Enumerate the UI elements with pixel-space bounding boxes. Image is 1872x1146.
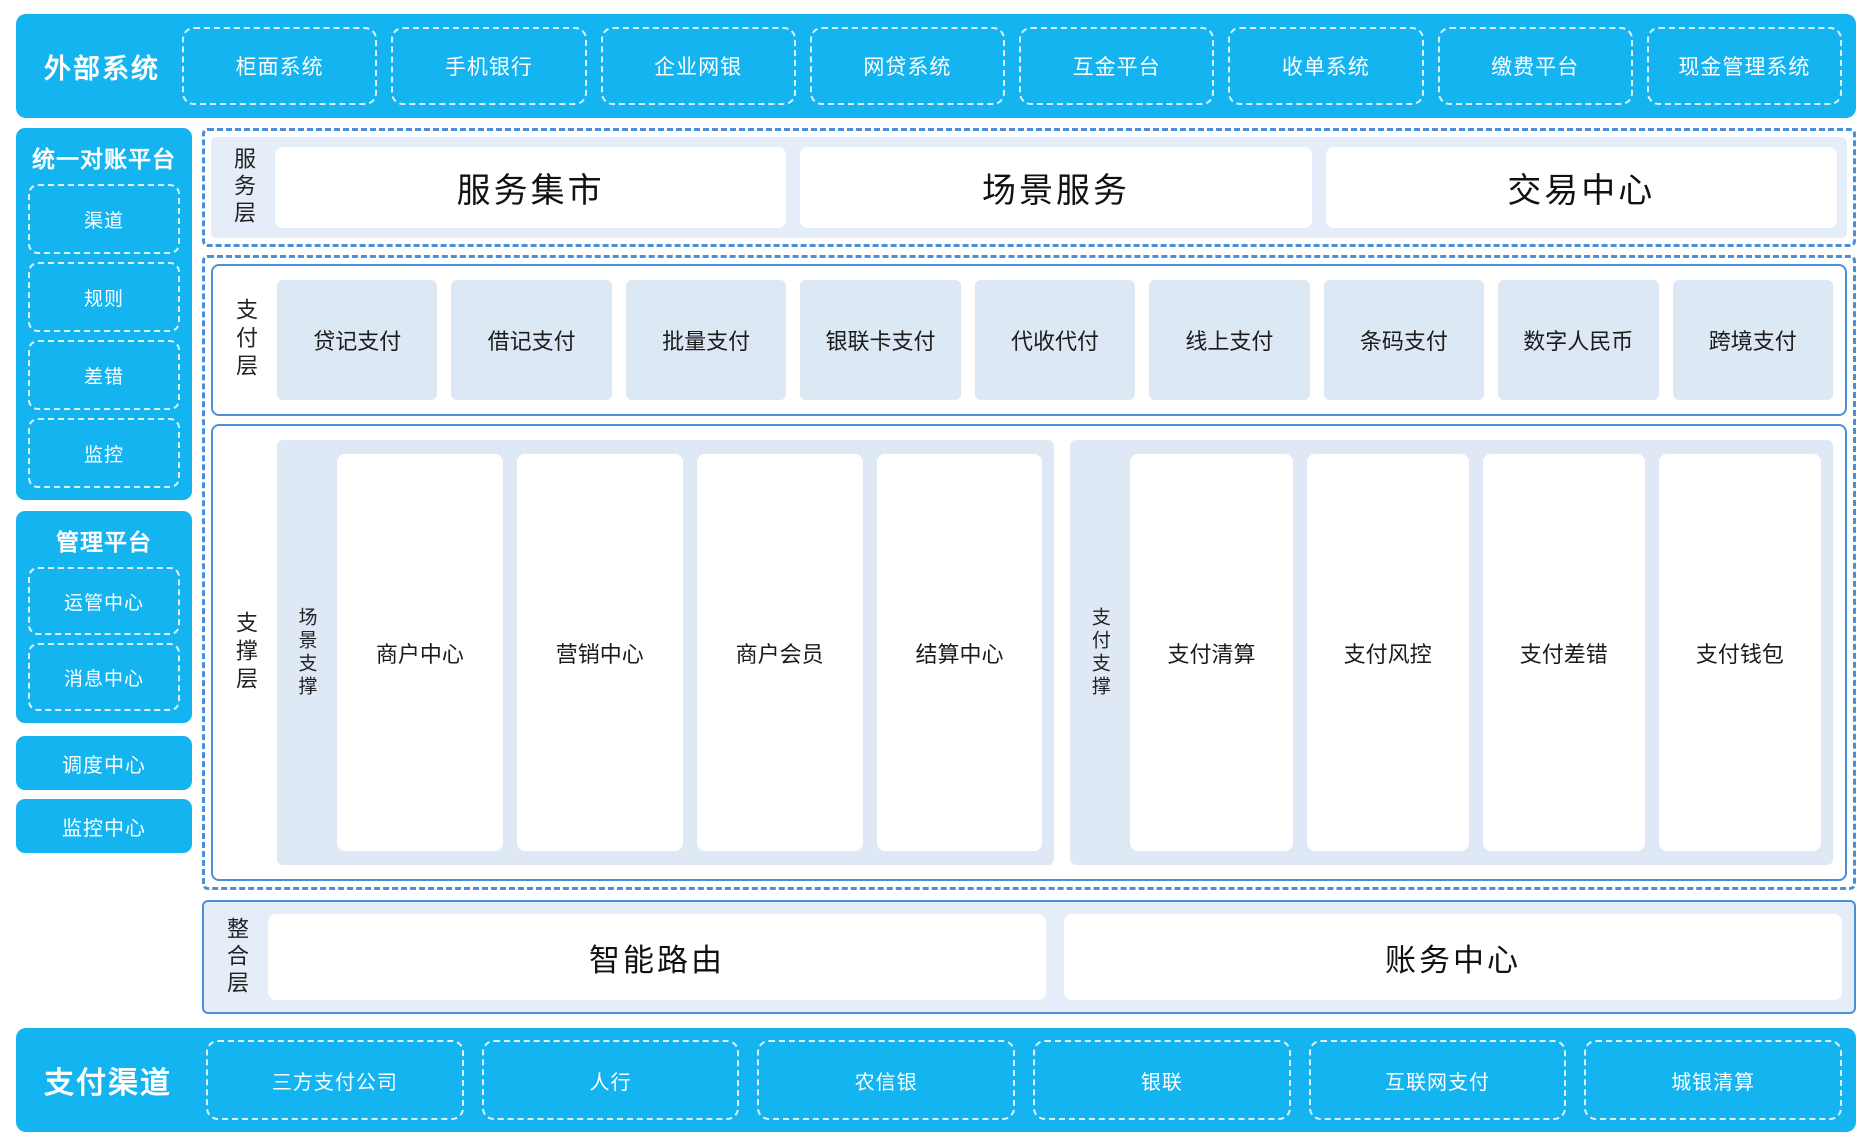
scene-card-merchant-center[interactable]: 商户中心	[337, 454, 503, 851]
scene-support-group: 场景支撑 商户中心 营销中心 商户会员 结算中心	[277, 440, 1055, 865]
payment-card-unionpay[interactable]: 银联卡支付	[800, 280, 961, 400]
payment-support-cards: 支付清算 支付风控 支付差错 支付钱包	[1130, 454, 1822, 851]
payment-channels-items: 三方支付公司 人行 农信银 银联 互联网支付 城银清算	[206, 1028, 1843, 1132]
pay-support-card-discrepancy[interactable]: 支付差错	[1482, 454, 1645, 851]
scene-card-merchant-member[interactable]: 商户会员	[696, 454, 863, 851]
integration-card-accounting-center[interactable]: 账务中心	[1064, 914, 1842, 1000]
payment-card-debit[interactable]: 借记支付	[451, 280, 612, 400]
payment-support-group: 支付支撑 支付清算 支付风控 支付差错 支付钱包	[1070, 440, 1833, 865]
payment-card-collection-payment[interactable]: 代收代付	[974, 280, 1136, 400]
service-card-marketplace[interactable]: 服务集市	[275, 147, 787, 228]
payment-channels-bar: 支付渠道 三方支付公司 人行 农信银 银联 互联网支付 城银清算	[16, 1028, 1856, 1132]
service-card-transaction-center[interactable]: 交易中心	[1325, 147, 1837, 228]
payment-channel-item[interactable]: 银联	[1033, 1040, 1291, 1120]
external-system-item[interactable]: 收单系统	[1228, 27, 1424, 105]
left-sidebar: 统一对账平台 渠道 规则 差错 监控 管理平台 运管中心 消息中心 调度中心 监…	[16, 128, 192, 1014]
external-system-item[interactable]: 网贷系统	[809, 27, 1005, 105]
reconciliation-item-monitor[interactable]: 监控	[28, 418, 180, 488]
integration-card-smart-routing[interactable]: 智能路由	[268, 914, 1046, 1000]
middle-region: 统一对账平台 渠道 规则 差错 监控 管理平台 运管中心 消息中心 调度中心 监…	[16, 128, 1856, 1014]
payment-card-credit[interactable]: 贷记支付	[277, 280, 438, 400]
service-layer-cards: 服务集市 场景服务 交易中心	[275, 147, 1837, 228]
external-system-item[interactable]: 柜面系统	[182, 27, 378, 105]
external-systems-bar: 外部系统 柜面系统 手机银行 企业网银 网贷系统 互金平台 收单系统 缴费平台 …	[16, 14, 1856, 118]
reconciliation-item-channel[interactable]: 渠道	[28, 184, 180, 254]
management-platform-title: 管理平台	[56, 529, 152, 555]
reconciliation-platform-title: 统一对账平台	[32, 146, 176, 172]
external-systems-items: 柜面系统 手机银行 企业网银 网贷系统 互金平台 收单系统 缴费平台 现金管理系…	[182, 14, 1842, 118]
payment-support-label: 支付支撑	[1088, 606, 1110, 699]
service-card-scenario[interactable]: 场景服务	[800, 147, 1312, 228]
pay-support-card-risk-control[interactable]: 支付风控	[1306, 454, 1469, 851]
reconciliation-platform-panel: 统一对账平台 渠道 规则 差错 监控	[16, 128, 192, 500]
support-layer-groups: 场景支撑 商户中心 营销中心 商户会员 结算中心 支付支撑 支付清算	[277, 440, 1833, 865]
layers-column: 服务层 服务集市 场景服务 交易中心 支付层 贷记支付 借记支付 批量	[202, 128, 1856, 1014]
reconciliation-item-error[interactable]: 差错	[28, 340, 180, 410]
scene-support-label: 场景支撑	[295, 606, 317, 699]
payment-card-batch[interactable]: 批量支付	[625, 280, 787, 400]
payment-channel-item[interactable]: 人行	[481, 1040, 740, 1120]
integration-layer-label: 整合层	[224, 916, 249, 998]
payment-layer-cards: 贷记支付 借记支付 批量支付 银联卡支付 代收代付 线上支付 条码支付 数字人民…	[277, 280, 1833, 400]
service-layer-label: 服务层	[231, 147, 256, 228]
support-layer-label: 支撑层	[233, 610, 258, 695]
external-system-item[interactable]: 缴费平台	[1437, 27, 1633, 105]
scene-card-settlement-center[interactable]: 结算中心	[876, 454, 1043, 851]
scene-support-cards: 商户中心 营销中心 商户会员 结算中心	[337, 454, 1043, 851]
external-system-item[interactable]: 企业网银	[600, 27, 796, 105]
external-system-item[interactable]: 现金管理系统	[1646, 27, 1842, 105]
payment-channel-item[interactable]: 农信银	[757, 1040, 1016, 1120]
payment-channels-title: 支付渠道	[44, 1067, 172, 1100]
external-system-item[interactable]: 手机银行	[391, 27, 587, 105]
payment-channel-item[interactable]: 互联网支付	[1308, 1040, 1567, 1120]
payment-card-online[interactable]: 线上支付	[1149, 280, 1310, 400]
external-system-item[interactable]: 互金平台	[1019, 27, 1215, 105]
payment-card-cross-border[interactable]: 跨境支付	[1672, 280, 1833, 400]
management-item-message-center[interactable]: 消息中心	[28, 643, 180, 711]
payment-card-barcode[interactable]: 条码支付	[1323, 280, 1485, 400]
pay-support-card-wallet[interactable]: 支付钱包	[1658, 454, 1822, 851]
scene-card-marketing-center[interactable]: 营销中心	[516, 454, 683, 851]
payment-card-digital-rmb[interactable]: 数字人民币	[1498, 280, 1659, 400]
dispatch-center-block[interactable]: 调度中心	[16, 736, 192, 790]
reconciliation-item-rule[interactable]: 规则	[28, 262, 180, 332]
monitor-center-block[interactable]: 监控中心	[16, 799, 192, 853]
integration-layer-box: 整合层 智能路由 账务中心	[202, 900, 1856, 1014]
payment-layer-label: 支付层	[233, 298, 258, 382]
payment-channel-item[interactable]: 三方支付公司	[206, 1040, 464, 1120]
support-layer-box: 支撑层 场景支撑 商户中心 营销中心 商户会员 结算中心	[211, 424, 1847, 881]
integration-layer-cards: 智能路由 账务中心	[268, 914, 1842, 1000]
external-systems-title: 外部系统	[44, 53, 160, 84]
management-platform-panel: 管理平台 运管中心 消息中心	[16, 511, 192, 723]
pay-support-card-clearing[interactable]: 支付清算	[1130, 454, 1293, 851]
payment-channel-item[interactable]: 城银清算	[1584, 1040, 1843, 1120]
management-item-operations-center[interactable]: 运管中心	[28, 567, 180, 635]
service-layer-group: 服务层 服务集市 场景服务 交易中心	[202, 128, 1856, 247]
payment-layer-box: 支付层 贷记支付 借记支付 批量支付 银联卡支付 代收代付 线上支付 条码支付 …	[211, 264, 1847, 416]
core-layers-group: 支付层 贷记支付 借记支付 批量支付 银联卡支付 代收代付 线上支付 条码支付 …	[202, 255, 1856, 890]
service-layer-band: 服务层 服务集市 场景服务 交易中心	[211, 137, 1847, 238]
